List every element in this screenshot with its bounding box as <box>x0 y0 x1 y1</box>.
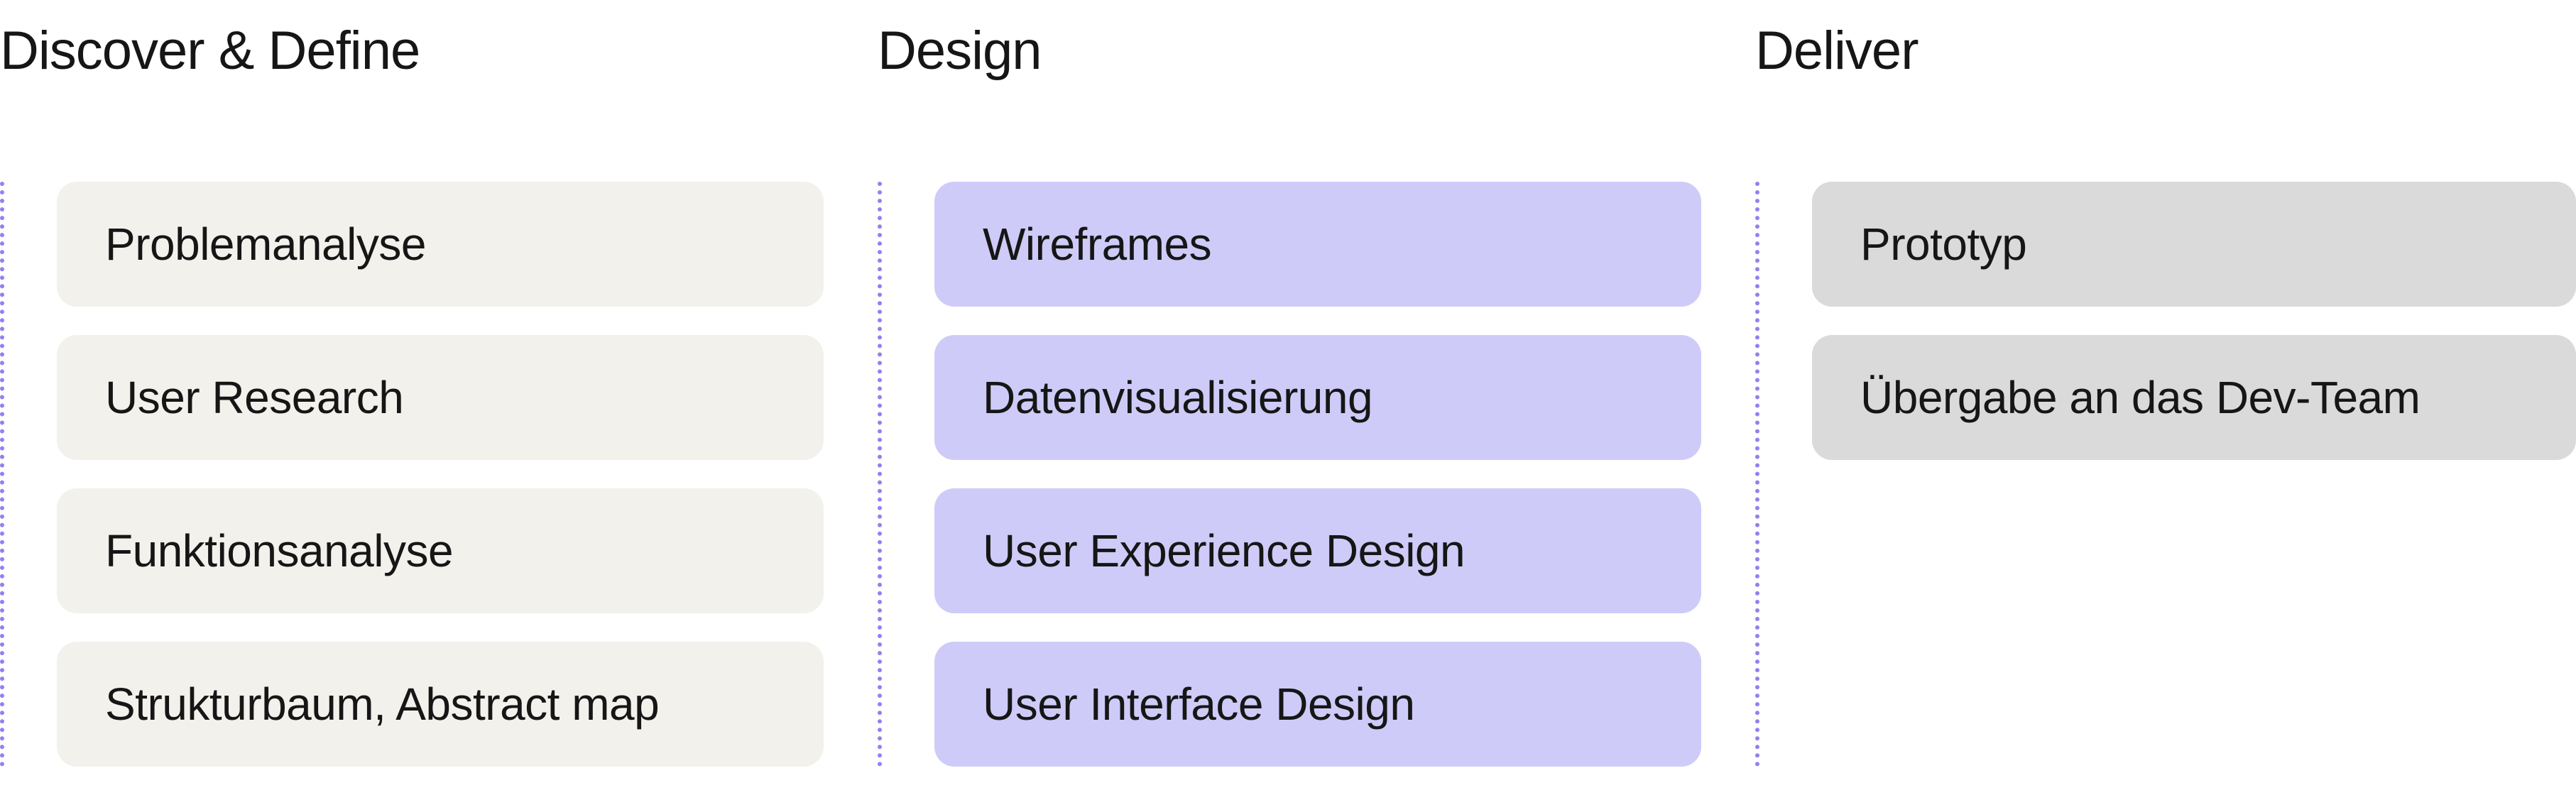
step-card-label: Datenvisualisierung <box>983 372 1373 423</box>
step-card-strukturbaum: Strukturbaum, Abstract map <box>57 642 824 767</box>
step-card-ux-design: User Experience Design <box>934 488 1701 613</box>
card-list: Wireframes Datenvisualisierung User Expe… <box>934 182 1701 795</box>
step-card-label: Übergabe an das Dev-Team <box>1860 372 2421 423</box>
column-design: Design Wireframes Datenvisualisierung Us… <box>878 0 1701 767</box>
column-title: Design <box>878 21 1042 81</box>
dotted-divider <box>1755 182 1759 767</box>
column-discover-define: Discover & Define Problemanalyse User Re… <box>0 0 824 767</box>
step-card-label: User Research <box>105 372 404 423</box>
column-title: Discover & Define <box>0 21 420 81</box>
step-card-datenvisualisierung: Datenvisualisierung <box>934 335 1701 460</box>
column-deliver: Deliver Prototyp Übergabe an das Dev-Tea… <box>1755 0 2576 767</box>
step-card-label: Prototyp <box>1860 219 2027 270</box>
step-card-label: Funktionsanalyse <box>105 525 454 576</box>
step-card-problemanalyse: Problemanalyse <box>57 182 824 307</box>
step-card-label: Problemanalyse <box>105 219 426 270</box>
step-card-label: User Interface Design <box>983 679 1415 730</box>
step-card-uebergabe: Übergabe an das Dev-Team <box>1812 335 2576 460</box>
dotted-divider <box>878 182 882 767</box>
column-title: Deliver <box>1755 21 1919 81</box>
step-card-ui-design: User Interface Design <box>934 642 1701 767</box>
step-card-prototyp: Prototyp <box>1812 182 2576 307</box>
card-list: Prototyp Übergabe an das Dev-Team <box>1812 182 2576 488</box>
step-card-user-research: User Research <box>57 335 824 460</box>
step-card-funktionsanalyse: Funktionsanalyse <box>57 488 824 613</box>
step-card-label: Strukturbaum, Abstract map <box>105 679 660 730</box>
step-card-label: Wireframes <box>983 219 1212 270</box>
step-card-label: User Experience Design <box>983 525 1466 576</box>
dotted-divider <box>0 182 4 767</box>
step-card-wireframes: Wireframes <box>934 182 1701 307</box>
card-list: Problemanalyse User Research Funktionsan… <box>57 182 824 795</box>
